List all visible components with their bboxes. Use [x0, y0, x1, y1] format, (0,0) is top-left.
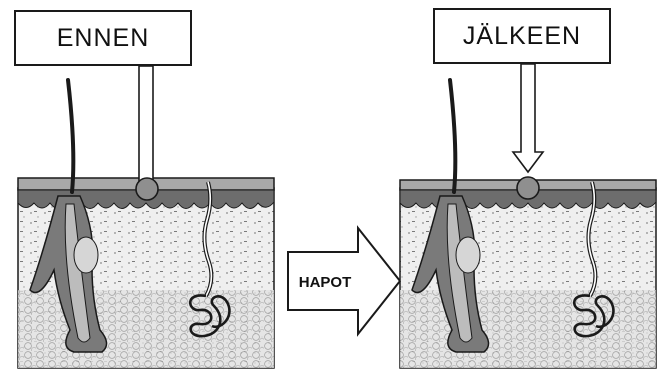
subcutis-before	[18, 290, 274, 368]
sebaceous-gland-before	[74, 237, 98, 273]
hair-shaft-before	[68, 80, 73, 192]
down-arrow-icon	[513, 64, 543, 172]
sebaceous-gland-after	[456, 237, 480, 273]
skin-section-before	[18, 66, 274, 368]
pore-circle-before	[136, 178, 158, 200]
process-arrow: HAPOT	[288, 228, 400, 334]
pore-circle-after	[517, 177, 539, 199]
process-label: HAPOT	[299, 274, 352, 291]
pore-arrow-after	[513, 64, 543, 199]
subcutis-after	[400, 290, 656, 368]
skin-section-after	[400, 64, 656, 368]
hair-shaft-after	[450, 80, 455, 192]
